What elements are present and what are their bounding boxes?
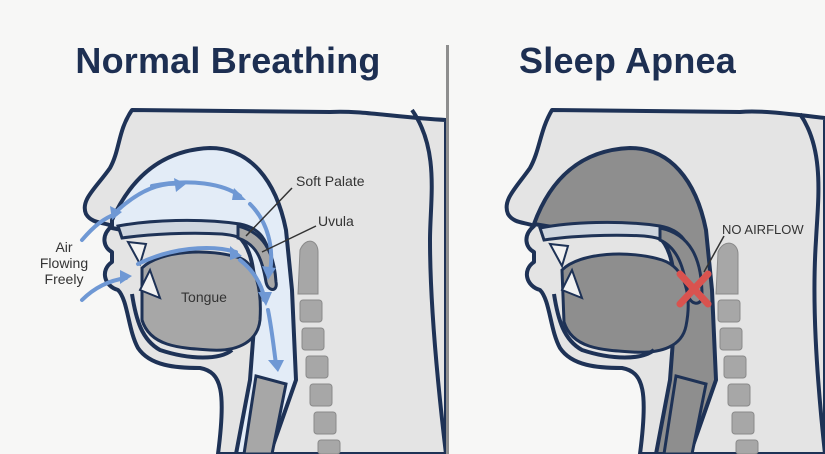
air-label-line1: Air xyxy=(55,239,72,255)
air-label-line2: Flowing xyxy=(40,255,88,271)
tongue-label: Tongue xyxy=(181,289,227,305)
air-label-line3: Freely xyxy=(45,271,84,287)
no-airflow-label: NO AIRFLOW xyxy=(722,222,804,237)
uvula-label: Uvula xyxy=(318,213,354,229)
soft-palate-label: Soft Palate xyxy=(296,173,365,189)
normal-breathing-panel: Normal Breathing xyxy=(0,0,446,454)
normal-airway-diagram: Air Flowing Freely Soft Palate Uvula Ton… xyxy=(0,0,446,454)
apnea-airway-diagram: NO AIRFLOW xyxy=(450,0,825,454)
tongue-shape xyxy=(562,254,688,352)
panel-divider xyxy=(446,45,449,454)
sleep-apnea-panel: Sleep Apnea xyxy=(450,0,825,454)
